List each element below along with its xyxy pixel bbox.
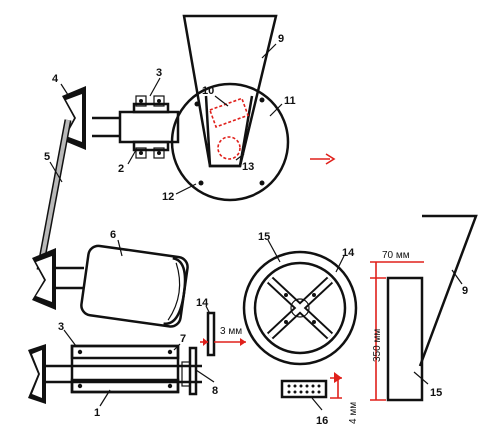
label-motor: 6	[110, 229, 116, 241]
motor	[80, 244, 189, 328]
label-bearing-top: 3	[156, 67, 162, 79]
label-pulley-top: 4	[52, 73, 59, 85]
label-housing: 11	[284, 95, 296, 107]
housing-bolt	[194, 101, 200, 107]
leader-lines	[49, 43, 463, 411]
side-body	[386, 276, 424, 402]
knife-plate	[206, 311, 216, 357]
label-rotor: 15	[258, 231, 270, 243]
bearing-block-top	[132, 102, 170, 114]
housing-bolt	[198, 180, 204, 186]
label-spoke: 14	[342, 247, 355, 259]
rotor-outer	[242, 250, 358, 366]
sieve-holes	[287, 384, 321, 394]
side-hopper	[418, 214, 478, 367]
label-hopper-top: 9	[278, 33, 284, 45]
pulley-motor	[32, 248, 56, 310]
label-belt: 5	[44, 151, 50, 163]
label-sieve: 16	[316, 415, 328, 427]
housing-bolt	[259, 180, 265, 186]
label-part13: 13	[242, 161, 254, 173]
label-knife: 14	[196, 297, 209, 309]
sieve	[280, 379, 328, 399]
label-shaft-bottom: 1	[94, 407, 100, 419]
housing-circle	[170, 82, 290, 202]
dim-height: 350 мм	[372, 329, 383, 362]
part-13-dashed	[217, 136, 241, 160]
dim-thickness: 3 мм	[220, 326, 242, 337]
rotor-inner	[253, 261, 347, 355]
dim-gap: 70 мм	[382, 250, 410, 261]
rotor-spokes	[266, 276, 334, 340]
label-part8: 8	[212, 385, 218, 397]
housing-bolt	[259, 97, 265, 103]
hopper	[182, 14, 278, 168]
flange	[188, 346, 198, 396]
base-frame	[70, 344, 180, 394]
label-bolt12: 12	[162, 191, 174, 203]
label-shaft-housing: 2	[118, 163, 124, 175]
part-10-dashed	[208, 97, 250, 128]
dim-sieve-gap: 4 мм	[348, 402, 359, 424]
label-part10: 10	[202, 85, 214, 97]
bearing-block-bottom	[132, 140, 170, 152]
label-side-hopper: 9	[462, 285, 468, 297]
label-nut7: 7	[180, 333, 186, 345]
label-side-body: 15	[430, 387, 442, 399]
label-bearing-bottom: 3	[58, 321, 64, 333]
shaft-housing	[118, 110, 180, 144]
